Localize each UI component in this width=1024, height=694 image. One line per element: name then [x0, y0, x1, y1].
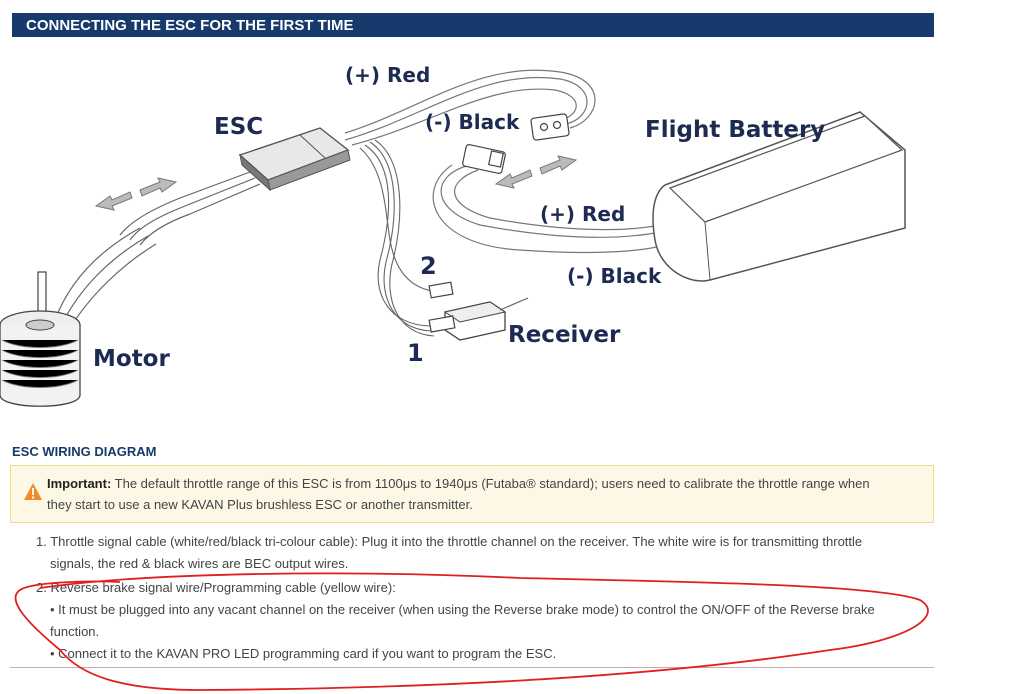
notice-line2: they start to use a new KAVAN Plus brush… — [47, 497, 473, 512]
label-red-top: (+) Red — [345, 63, 430, 87]
list-item-2-bullet1-line1: • It must be plugged into any vacant cha… — [50, 602, 875, 617]
flight-battery — [652, 111, 906, 282]
notice-strong: Important: — [47, 476, 112, 491]
signal-wires — [359, 139, 441, 337]
label-black-top: (-) Black — [425, 110, 520, 134]
label-esc: ESC — [214, 114, 263, 140]
battery-wires — [344, 69, 666, 254]
esc-unit — [238, 127, 351, 192]
label-receiver: Receiver — [508, 322, 621, 348]
list-item-2-bullet2: • Connect it to the KAVAN PRO LED progra… — [50, 646, 557, 661]
notice-line1: The default throttle range of this ESC i… — [114, 476, 870, 491]
receiver-unit — [428, 281, 529, 341]
section-title: CONNECTING THE ESC FOR THE FIRST TIME — [26, 17, 354, 34]
list-item-2-bullet1-line2: function. — [50, 624, 100, 639]
label-one: 1 — [407, 339, 424, 367]
esc-wiring-diagram: (+) Red ESC (-) Black Flight Battery (+)… — [0, 63, 906, 407]
list-item-1-line1: 1. Throttle signal cable (white/red/blac… — [36, 534, 863, 549]
important-notice: Important: The default throttle range of… — [10, 465, 934, 523]
section-divider — [10, 667, 934, 668]
diagram-caption: ESC WIRING DIAGRAM — [12, 444, 157, 459]
direction-arrows — [94, 155, 578, 211]
instruction-list: 1. Throttle signal cable (white/red/blac… — [36, 531, 916, 665]
label-motor: Motor — [93, 346, 170, 372]
label-red-bottom: (+) Red — [540, 202, 625, 226]
section-header: CONNECTING THE ESC FOR THE FIRST TIME — [12, 13, 934, 37]
list-item-2-title: 2. Reverse brake signal wire/Programming… — [36, 580, 396, 595]
warning-icon — [24, 483, 42, 500]
motor-unit — [0, 271, 81, 407]
list-item-1-line2: signals, the red & black wires are BEC o… — [50, 556, 349, 571]
label-flight-battery: Flight Battery — [645, 117, 825, 143]
motor-wires — [54, 171, 261, 329]
label-black-bottom: (-) Black — [567, 264, 662, 288]
battery-connectors — [462, 113, 570, 174]
label-two: 2 — [420, 252, 437, 280]
